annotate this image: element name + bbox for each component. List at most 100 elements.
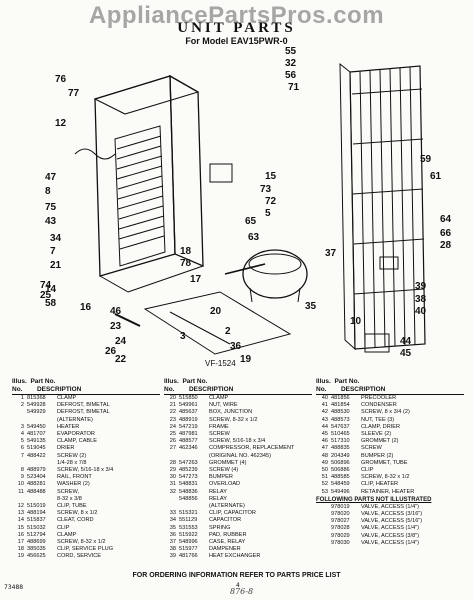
part-description: VALVE, ACCESS (1/4") [361, 539, 420, 546]
part-number: 488835 [331, 445, 350, 452]
part-description: SCREW, 8-32 x 1/2 [361, 474, 410, 481]
part-number: 519045 [27, 445, 46, 452]
cabinet-shell-drawing [93, 74, 204, 293]
illus-number: 35 [169, 524, 176, 531]
part-description: CLAMP, DRIER [361, 423, 401, 430]
part-number: 485637 [179, 409, 198, 416]
callout-number: 43 [45, 216, 57, 227]
evaporator-coil-drawing [114, 125, 166, 267]
callout-number: 34 [50, 233, 62, 244]
part-description: SCREW, 8 x 1/2 [57, 510, 98, 517]
watermark-logo: AppliancePartsPros.com [88, 2, 385, 29]
part-number: 481707 [27, 431, 46, 438]
callout-number: 38 [415, 294, 427, 305]
condenser-coil-drawing [339, 62, 426, 351]
callout-number: 10 [350, 316, 362, 327]
part-number: 978019 [331, 503, 350, 510]
illus-number: 51 [321, 474, 328, 481]
callout-number: 78 [180, 258, 192, 269]
illus-number [316, 518, 331, 525]
illus-number: 16 [17, 531, 24, 538]
illus-number [316, 504, 331, 511]
part-number: 481766 [179, 553, 198, 560]
illus-number: 39 [169, 553, 176, 560]
part-number: 506896 [331, 459, 350, 466]
illus-number: 12 [17, 503, 24, 510]
part-number [179, 453, 209, 460]
part-number: 488194 [27, 510, 46, 517]
illus-number: 18 [17, 546, 24, 553]
model-subtitle: For Model EAV15PWR-0 [185, 36, 288, 46]
document-code: 73488 [4, 584, 24, 591]
part-description: GROMMET (2) [361, 438, 399, 445]
illus-number [316, 511, 331, 518]
part-description: PAD, RUBBER [209, 531, 247, 538]
part-number: 549135 [27, 438, 46, 445]
part-number: 515321 [179, 510, 198, 517]
part-description: (ALTERNATE) [57, 416, 93, 423]
callout-number: 20 [210, 306, 222, 317]
part-description: BOX, JUNCTION [209, 409, 253, 416]
callout-number: 7 [50, 246, 56, 257]
part-number: 512794 [27, 531, 46, 538]
illus-number: 43 [321, 416, 328, 423]
callout-number: 44 [400, 336, 412, 347]
part-description: COMPRESSOR, REPLACEMENT [209, 445, 295, 452]
part-description: EVAPORATOR [57, 431, 95, 438]
part-number: 978030 [331, 539, 350, 546]
illus-number: 42 [321, 409, 328, 416]
callout-number: 12 [55, 118, 67, 129]
part-description: SCREW, [57, 488, 80, 495]
illus-number: 36 [169, 531, 176, 538]
callout-number: 3 [180, 331, 186, 342]
part-description: BUMPER (2) [361, 452, 394, 459]
callout-number: 47 [45, 172, 57, 183]
illus-number: 48 [321, 452, 328, 459]
table-row: (ORIGINAL NO. 462345) [164, 453, 312, 460]
part-number: 549496 [331, 488, 350, 495]
part-number: 515032 [27, 524, 46, 531]
capacitor-drawing [379, 256, 399, 270]
service-cord-drawing [114, 313, 141, 327]
part-description: SCREW, 5/16-18 x 3/4 [209, 438, 266, 445]
handwritten-note: 876-8 [230, 587, 254, 596]
part-number: 978020 [331, 511, 350, 518]
illus-number: 13 [17, 510, 24, 517]
part-number [27, 496, 57, 503]
callout-number: 45 [400, 348, 412, 359]
illus-number [164, 496, 179, 503]
part-number: 488281 [27, 481, 46, 488]
part-number: 488488 [27, 488, 46, 495]
part-description: CASE, RELAY [209, 539, 246, 546]
part-number: 547263 [179, 459, 198, 466]
table-row: 978030 VALVE, ACCESS (1/4") [316, 540, 464, 547]
part-description: GROMMET, TUBE [361, 459, 408, 466]
part-number: 488530 [331, 409, 350, 416]
part-description: CLIP, HEATER [361, 481, 399, 488]
part-number: 515922 [179, 531, 198, 538]
part-description: 1/4-28 x 7/8 [57, 459, 87, 466]
table-row: (ALTERNATE) [164, 503, 312, 510]
part-number: 978029 [331, 532, 350, 539]
part-number: 547273 [179, 474, 198, 481]
callout-number: 58 [45, 298, 57, 309]
